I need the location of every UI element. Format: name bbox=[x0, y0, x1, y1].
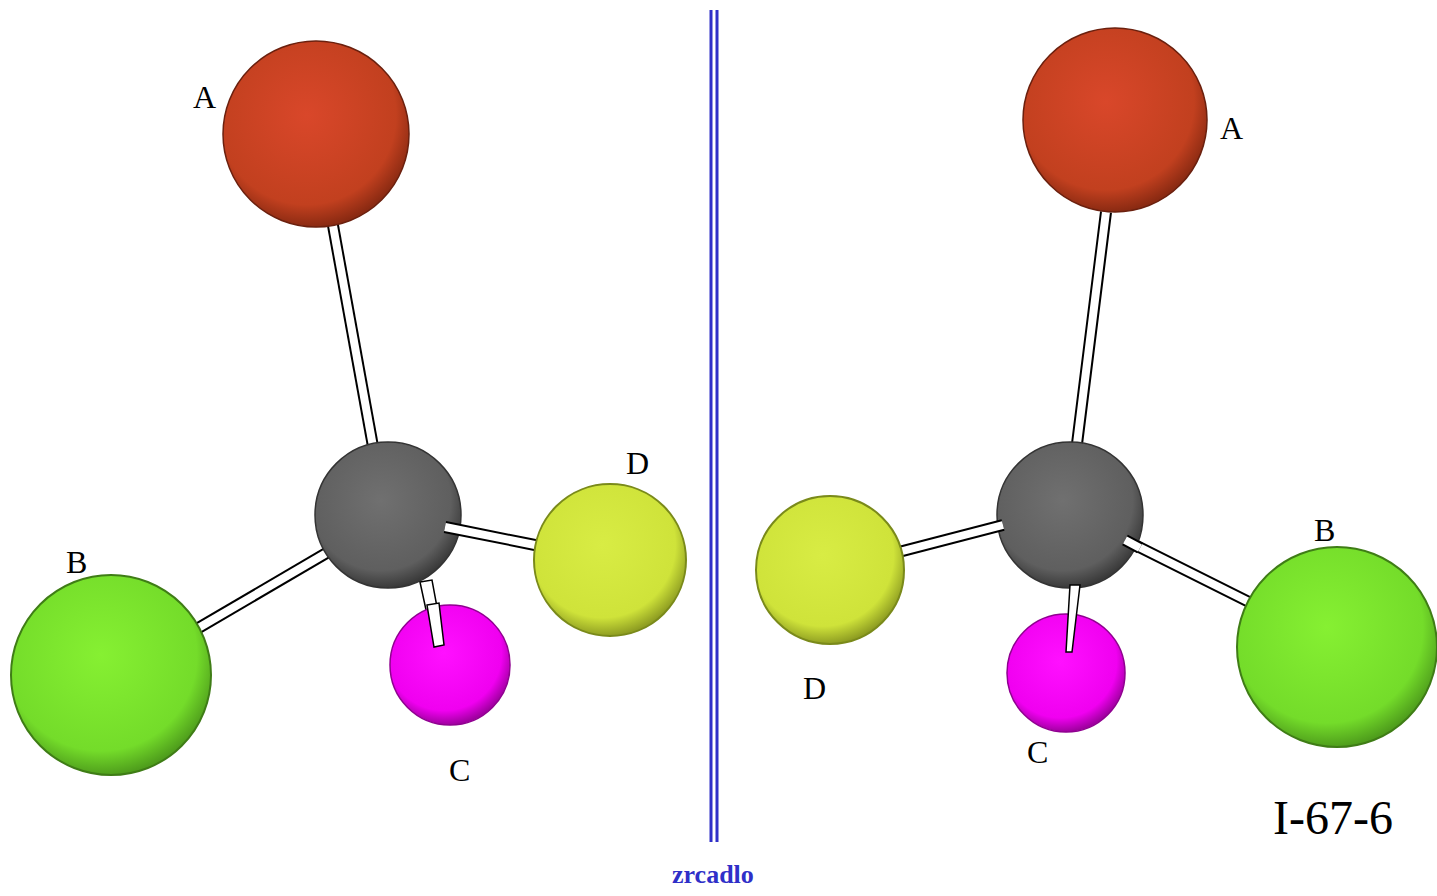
figure-number: I-67-6 bbox=[1273, 794, 1393, 842]
atom-label: D bbox=[803, 672, 826, 704]
atom-label: B bbox=[1314, 514, 1335, 546]
left-molecule bbox=[11, 41, 686, 775]
right-molecule bbox=[756, 28, 1437, 747]
atom-label: A bbox=[1220, 112, 1243, 144]
mirror-caption: zrcadlo bbox=[672, 862, 754, 888]
atom-label: C bbox=[449, 754, 470, 786]
atom-label: A bbox=[193, 81, 216, 113]
atom-label: B bbox=[66, 546, 87, 578]
atom-label: D bbox=[626, 447, 649, 479]
mirror-line bbox=[711, 10, 717, 842]
atom-label: C bbox=[1027, 736, 1048, 768]
